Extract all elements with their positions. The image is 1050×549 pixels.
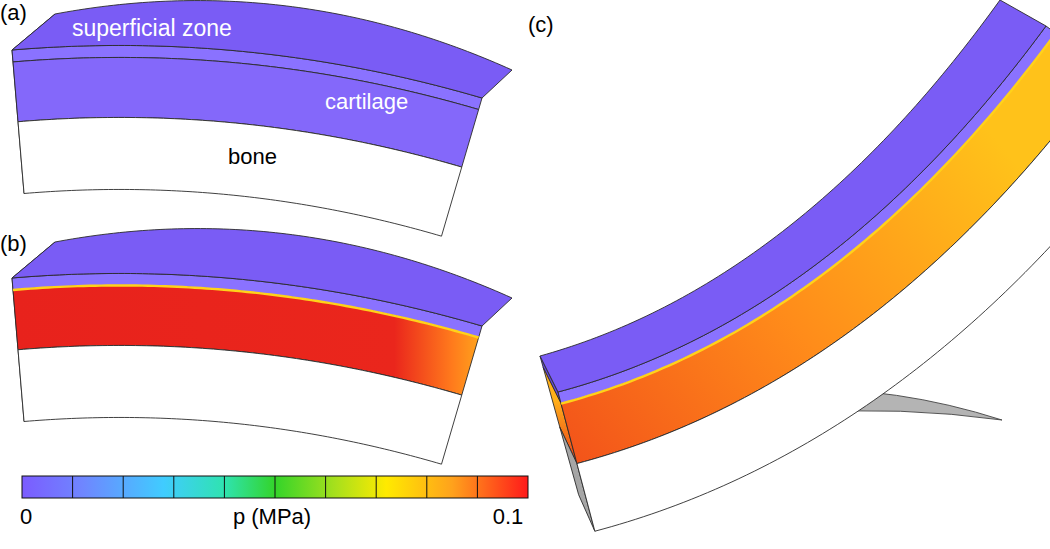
bone-layer-side: [577, 70, 1050, 531]
bone-layer-side: [18, 117, 462, 236]
colorbar-title: p (MPa): [233, 506, 311, 528]
colorbar-divider: [173, 476, 174, 498]
bone-layer-side: [18, 345, 462, 464]
articular-surface: [12, 1, 512, 98]
interface-line: [13, 285, 479, 337]
layer-label: bone: [228, 146, 277, 168]
articular-surface: [12, 229, 512, 326]
colorbar-tick: 0: [20, 506, 32, 528]
colorbar-divider: [72, 476, 73, 498]
layer-label: superficial zone: [72, 17, 232, 40]
colorbar-divider: [477, 476, 478, 498]
layer-label: cartilage: [325, 91, 408, 113]
colorbar-divider: [325, 476, 326, 498]
articular-surface: [540, 0, 1046, 392]
panel-letter: (b): [0, 233, 27, 255]
colorbar-divider: [275, 476, 276, 498]
colorbar-divider: [426, 476, 427, 498]
interface-line: [561, 33, 1050, 403]
colorbar: [22, 476, 528, 498]
panel-letter: (c): [528, 14, 554, 36]
colorbar-tick: 0.1: [493, 506, 524, 528]
panel-letter: (a): [0, 2, 27, 24]
colorbar-divider: [123, 476, 124, 498]
colorbar-divider: [376, 476, 377, 498]
colorbar-divider: [224, 476, 225, 498]
